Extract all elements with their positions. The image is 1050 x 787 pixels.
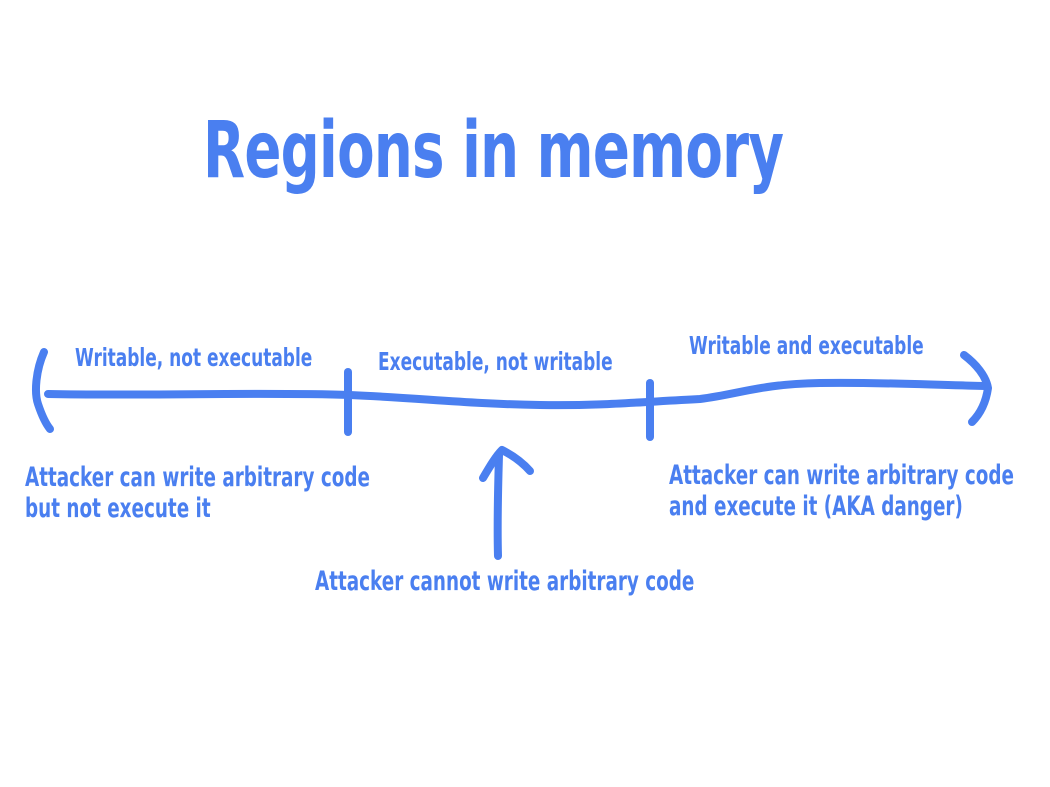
region-label-writable-not-executable: Writable, not executable	[75, 343, 313, 372]
note-left-line1: Attacker can write arbitrary code	[25, 462, 370, 493]
note-right-line1: Attacker can write arbitrary code	[669, 460, 1014, 491]
left-arrowhead	[32, 348, 54, 433]
note-left-line2: but not execute it	[25, 493, 211, 525]
note-middle: Attacker cannot write arbitrary code	[315, 566, 695, 597]
region-label-executable-not-writable: Executable, not writable	[378, 347, 613, 376]
right-arrowhead	[960, 351, 992, 426]
up-arrow-head	[479, 446, 534, 482]
diagram-title: Regions in memory	[203, 106, 784, 196]
up-arrow-shaft	[493, 451, 503, 560]
note-right: Attacker can write arbitrary code and ex…	[669, 460, 1014, 522]
note-left: Attacker can write arbitrary code but no…	[25, 462, 370, 524]
memory-axis-line	[44, 378, 989, 410]
region-label-writable-and-executable: Writable and executable	[689, 331, 924, 360]
note-right-line2: and execute it (AKA danger)	[669, 491, 963, 523]
